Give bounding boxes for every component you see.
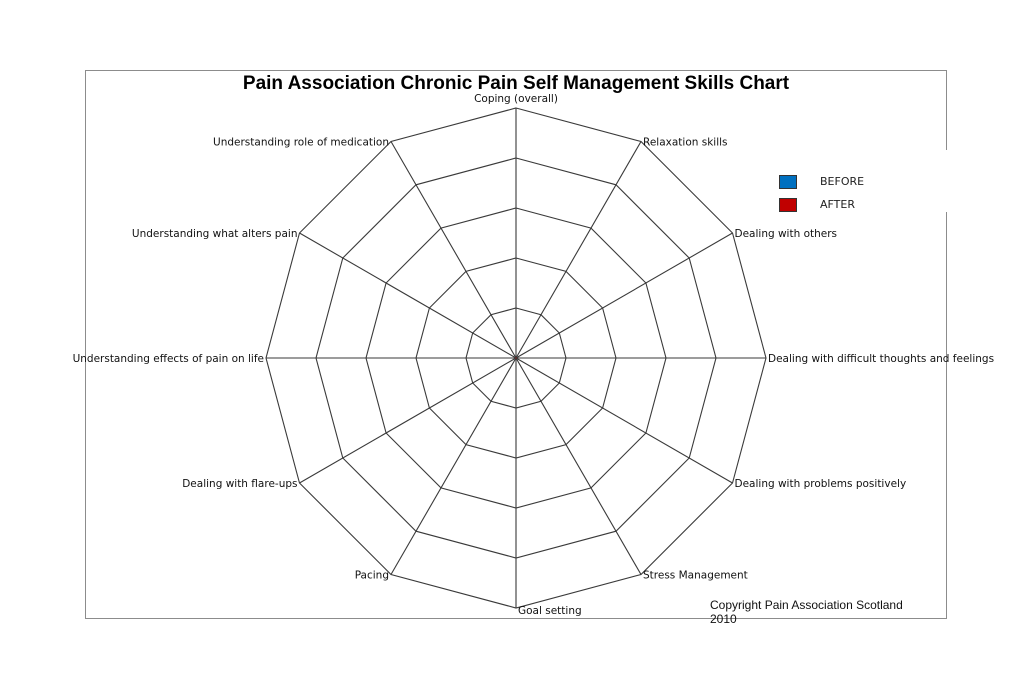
- copyright: Copyright Pain Association Scotland 2010: [710, 598, 920, 626]
- legend-swatch-after: [779, 197, 797, 212]
- axis-line: [515, 232, 733, 359]
- legend-item-before: BEFORE: [779, 170, 864, 193]
- axis-line: [515, 141, 642, 359]
- legend-swatch-before: [779, 174, 797, 189]
- axis-label: Dealing with flare-ups: [182, 478, 297, 490]
- legend: BEFORE AFTER: [779, 170, 864, 216]
- frame-gap: [940, 150, 952, 212]
- axis-label: Dealing with problems positively: [735, 478, 907, 490]
- axis-label: Dealing with others: [735, 228, 838, 240]
- axis-label: Dealing with difficult thoughts and feel…: [768, 353, 994, 365]
- axis-line: [299, 232, 517, 359]
- axis-line: [390, 141, 517, 359]
- axis-line: [299, 357, 517, 484]
- axis-label: Stress Management: [643, 570, 748, 582]
- legend-label-after: AFTER: [820, 198, 855, 211]
- axis-label: Relaxation skills: [643, 136, 728, 148]
- axis-label: Understanding role of medication: [213, 136, 389, 148]
- axis-label: Understanding effects of pain on life: [73, 353, 264, 365]
- axis-line: [515, 357, 733, 484]
- axis-label: Coping (overall): [474, 93, 558, 105]
- axis-label: Pacing: [355, 570, 389, 582]
- axis-line: [515, 357, 642, 575]
- chart-title: Pain Association Chronic Pain Self Manag…: [242, 73, 790, 94]
- data-point-after: [515, 357, 517, 359]
- axis-label: Goal setting: [518, 605, 582, 617]
- legend-item-after: AFTER: [779, 193, 864, 216]
- copyright-line1: Copyright Pain Association Scotland: [710, 598, 903, 612]
- axis-label: Understanding what alters pain: [132, 228, 298, 240]
- axis-line: [390, 357, 517, 575]
- copyright-line2: 2010: [710, 612, 737, 626]
- legend-label-before: BEFORE: [820, 175, 865, 188]
- chart-frame: [85, 70, 947, 619]
